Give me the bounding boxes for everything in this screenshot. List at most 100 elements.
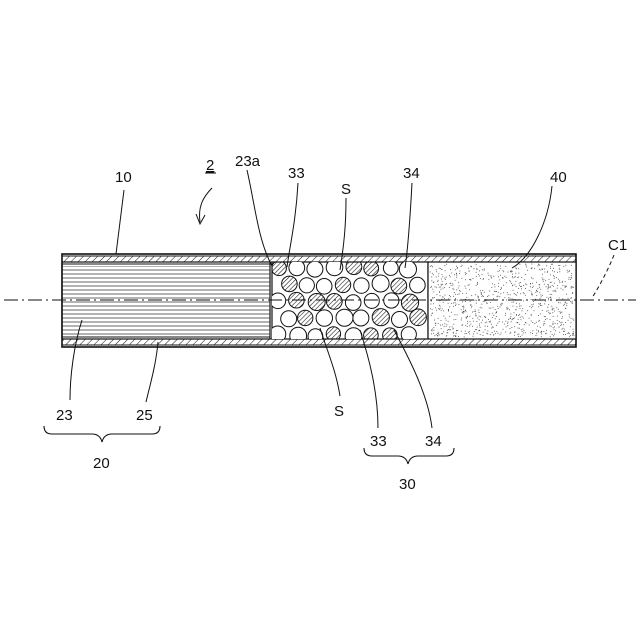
stipple-dot bbox=[512, 271, 513, 272]
stipple-dot bbox=[553, 308, 554, 309]
stipple-dot bbox=[562, 298, 563, 299]
leader-25 bbox=[146, 342, 158, 402]
stipple-dot bbox=[520, 336, 521, 337]
stipple-dot bbox=[550, 268, 551, 269]
stipple-dot bbox=[560, 312, 561, 313]
stipple-dot bbox=[496, 291, 497, 292]
stipple-dot bbox=[544, 321, 545, 322]
stipple-dot bbox=[529, 325, 530, 326]
stipple-dot bbox=[474, 311, 475, 312]
label-tobacco-filler: 23 bbox=[56, 407, 73, 424]
stipple-dot bbox=[438, 276, 439, 277]
stipple-dot bbox=[465, 279, 466, 280]
stipple-dot bbox=[523, 330, 524, 331]
stipple-dot bbox=[467, 326, 468, 327]
stipple-dot bbox=[468, 271, 469, 272]
stipple-dot bbox=[479, 316, 480, 317]
stipple-dot bbox=[479, 330, 480, 331]
stipple-dot bbox=[574, 335, 575, 336]
stipple-dot bbox=[503, 271, 504, 272]
stipple-dot bbox=[493, 335, 494, 336]
stipple-dot bbox=[544, 316, 545, 317]
stipple-dot bbox=[501, 305, 502, 306]
stipple-dot bbox=[443, 297, 444, 298]
stipple-dot bbox=[459, 273, 460, 274]
stipple-dot bbox=[455, 305, 456, 306]
stipple-dot bbox=[453, 319, 454, 320]
stipple-dot bbox=[532, 333, 533, 334]
stipple-dot bbox=[540, 289, 541, 290]
stipple-dot bbox=[522, 329, 523, 330]
stipple-dot bbox=[546, 311, 547, 312]
stipple-dot bbox=[442, 281, 443, 282]
stipple-dot bbox=[548, 291, 549, 292]
stipple-dot bbox=[462, 324, 463, 325]
stipple-dot bbox=[519, 324, 520, 325]
stipple-dot bbox=[464, 337, 465, 338]
stipple-dot bbox=[553, 268, 554, 269]
stipple-dot bbox=[490, 322, 491, 323]
stipple-dot bbox=[514, 335, 515, 336]
stipple-dot bbox=[531, 315, 532, 316]
stipple-dot bbox=[524, 279, 525, 280]
stipple-dot bbox=[527, 270, 528, 271]
stipple-dot bbox=[461, 266, 462, 267]
stipple-dot bbox=[484, 292, 485, 293]
stipple-dot bbox=[554, 291, 555, 292]
stipple-dot bbox=[518, 268, 519, 269]
stipple-dot bbox=[462, 306, 463, 307]
stipple-dot bbox=[525, 313, 526, 314]
stipple-dot bbox=[452, 288, 453, 289]
stipple-dot bbox=[443, 302, 444, 303]
stipple-dot bbox=[461, 309, 462, 310]
stipple-dot bbox=[482, 269, 483, 270]
stipple-dot bbox=[477, 269, 478, 270]
stipple-dot bbox=[568, 298, 569, 299]
stipple-dot bbox=[532, 306, 533, 307]
stipple-dot bbox=[479, 270, 480, 271]
stipple-dot bbox=[496, 316, 497, 317]
stipple-dot bbox=[569, 333, 570, 334]
stipple-dot bbox=[494, 286, 495, 287]
stipple-dot bbox=[501, 333, 502, 334]
stipple-dot bbox=[522, 331, 523, 332]
stipple-dot bbox=[560, 325, 561, 326]
stipple-dot bbox=[542, 268, 543, 269]
stipple-dot bbox=[493, 327, 494, 328]
stipple-dot bbox=[457, 267, 458, 268]
stipple-dot bbox=[508, 308, 509, 309]
stipple-dot bbox=[553, 286, 554, 287]
stipple-dot bbox=[531, 307, 532, 308]
stipple-dot bbox=[532, 287, 533, 288]
stipple-dot bbox=[479, 325, 480, 326]
label-granule-segment: 30 bbox=[399, 476, 416, 493]
stipple-dot bbox=[557, 288, 558, 289]
stipple-dot bbox=[520, 286, 521, 287]
stipple-dot bbox=[510, 316, 511, 317]
stipple-dot bbox=[523, 285, 524, 286]
stipple-dot bbox=[566, 305, 567, 306]
granule-plain bbox=[372, 275, 389, 292]
stipple-dot bbox=[477, 327, 478, 328]
stipple-dot bbox=[439, 335, 440, 336]
stipple-dot bbox=[431, 315, 432, 316]
leader-23a bbox=[247, 170, 272, 266]
stipple-dot bbox=[546, 297, 547, 298]
stipple-dot bbox=[510, 314, 511, 315]
stipple-dot bbox=[506, 277, 507, 278]
stipple-dot bbox=[558, 265, 559, 266]
stipple-dot bbox=[481, 322, 482, 323]
granule-hatched bbox=[308, 294, 325, 311]
stipple-dot bbox=[432, 297, 433, 298]
stipple-dot bbox=[485, 329, 486, 330]
stipple-dot bbox=[542, 295, 543, 296]
stipple-dot bbox=[567, 270, 568, 271]
stipple-dot bbox=[480, 266, 481, 267]
stipple-dot bbox=[568, 279, 569, 280]
stipple-dot bbox=[435, 286, 436, 287]
stipple-dot bbox=[500, 268, 501, 269]
stipple-dot bbox=[481, 308, 482, 309]
stipple-dot bbox=[563, 334, 564, 335]
stipple-dot bbox=[550, 294, 551, 295]
stipple-dot bbox=[509, 309, 510, 310]
